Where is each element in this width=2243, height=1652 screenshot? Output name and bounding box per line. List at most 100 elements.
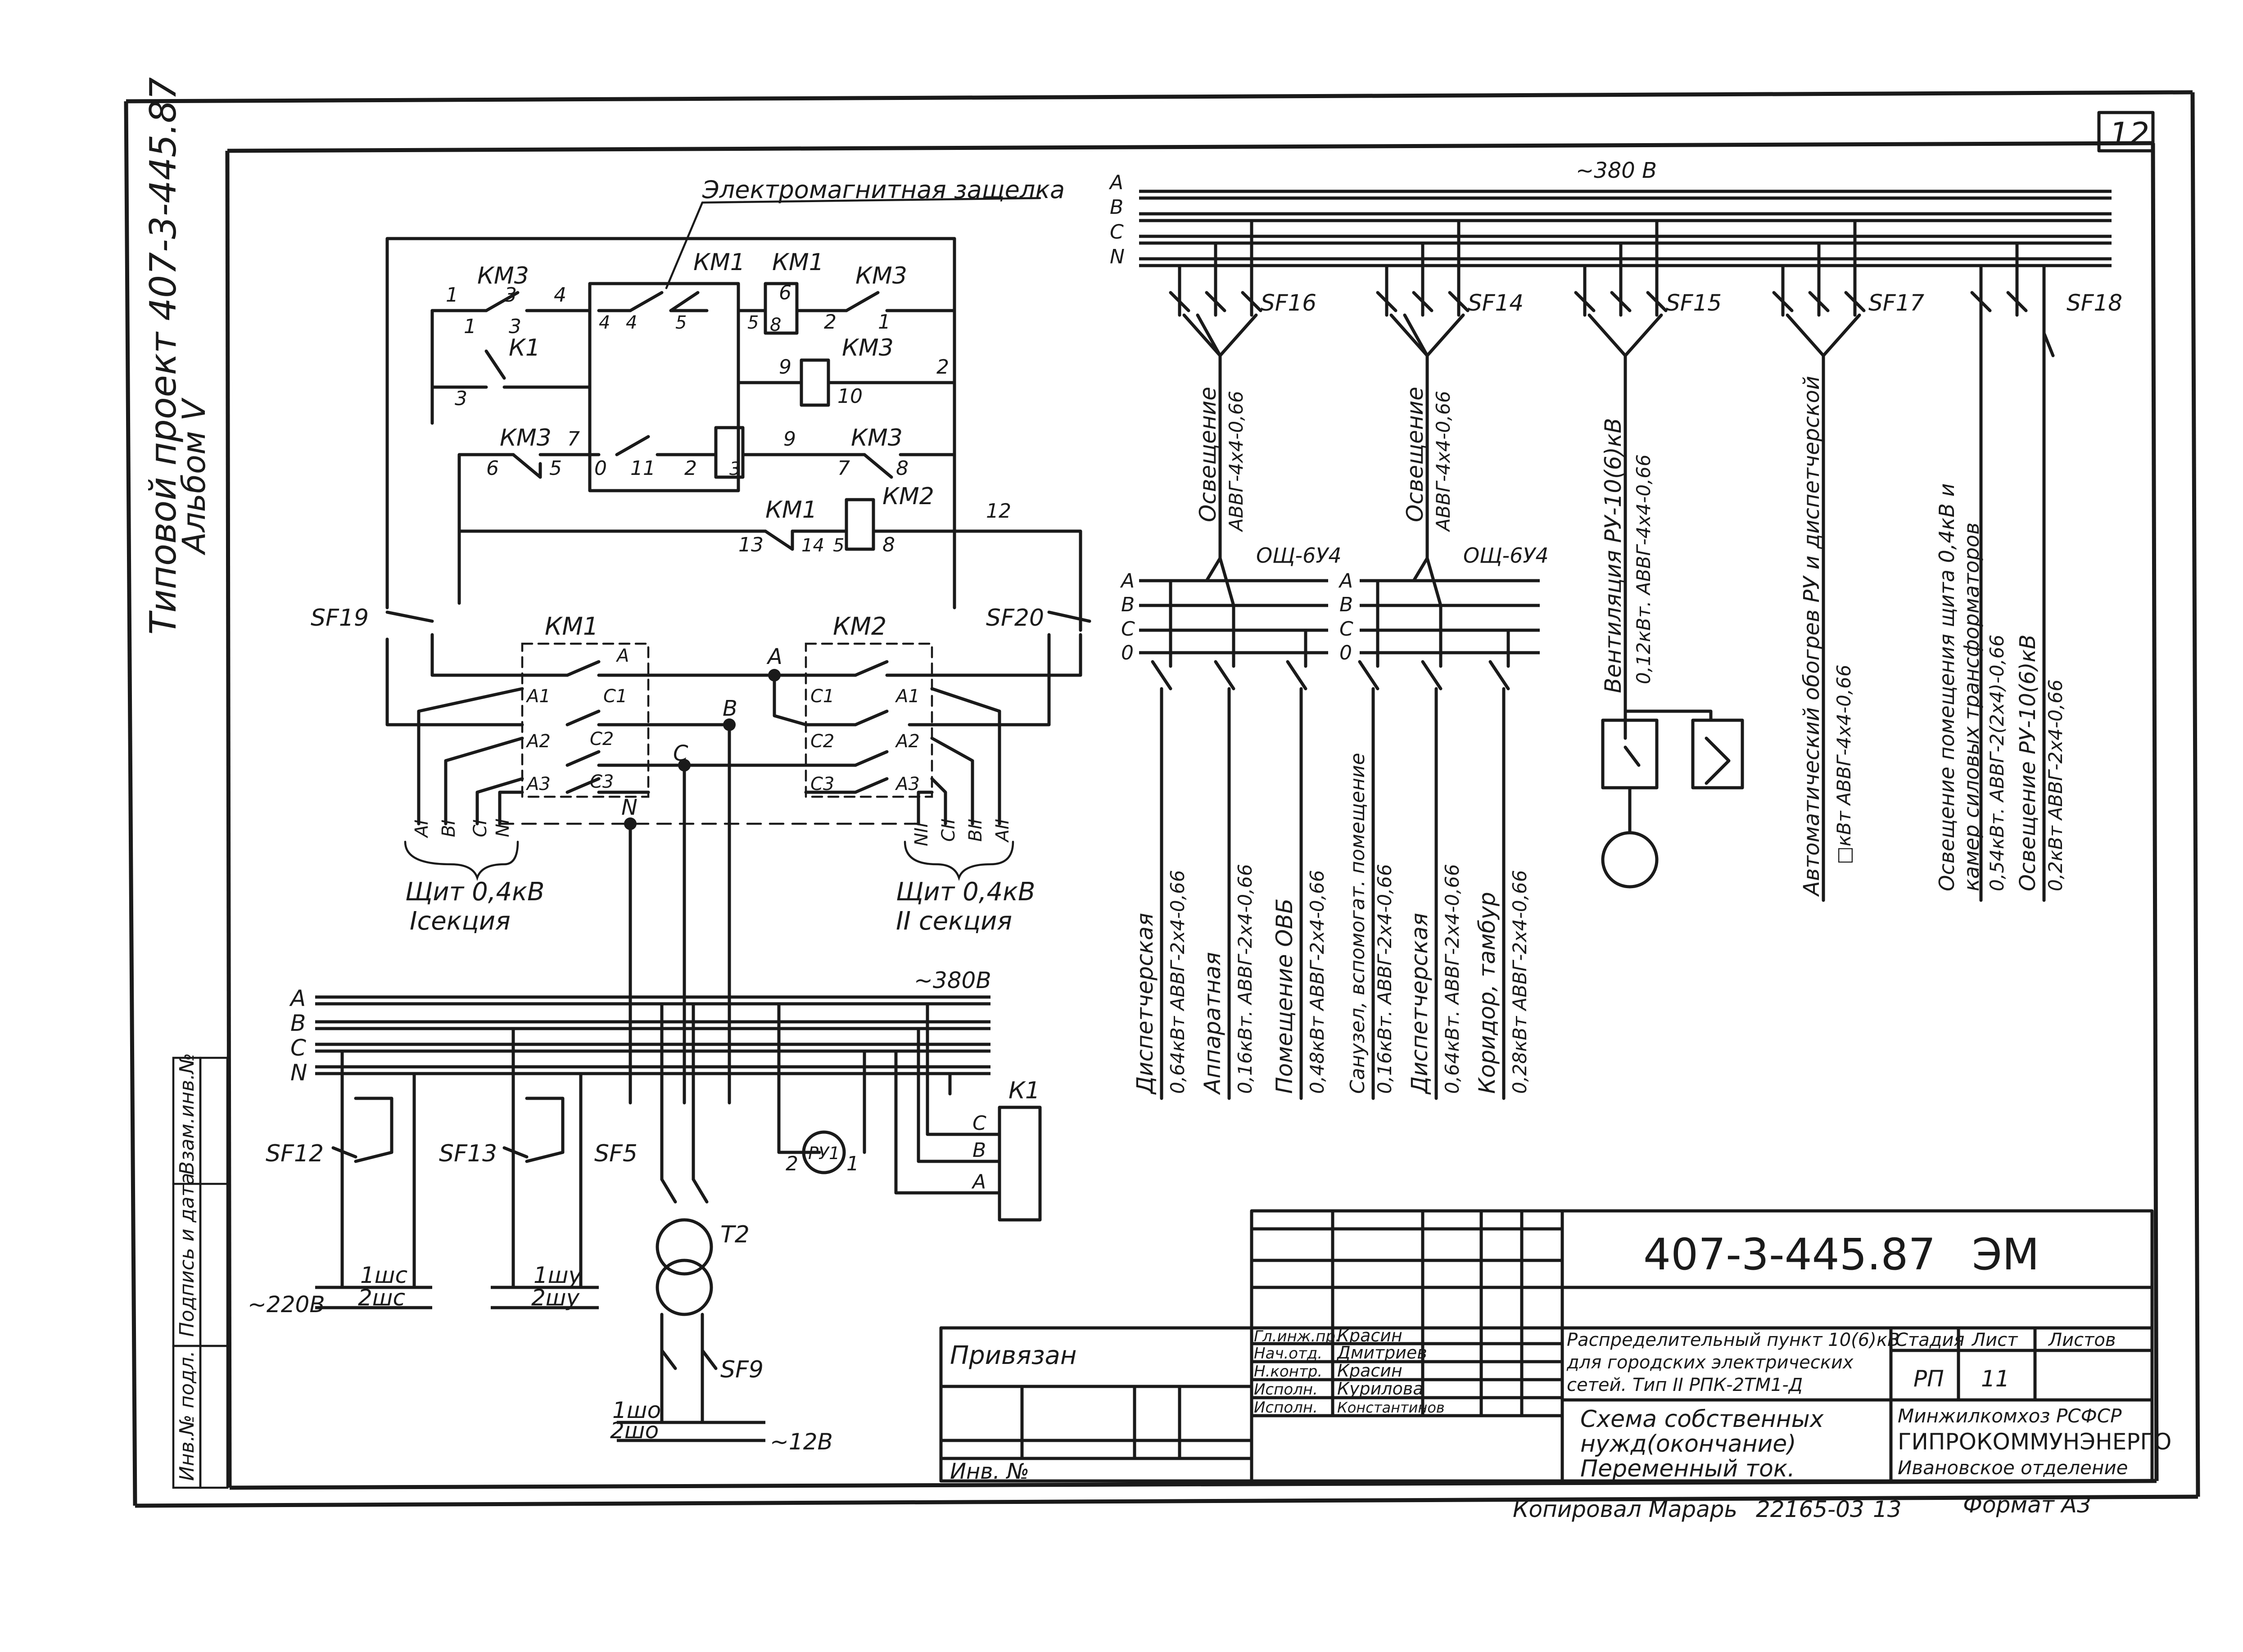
abco-1-a: А: [1120, 569, 1135, 592]
top-bus-letter-c: C: [1110, 221, 1124, 244]
km1-label-1: КМ1: [693, 249, 745, 276]
panel-ii-phases: NII СII ВII АII: [911, 818, 1013, 846]
strip-inv-podl: Инв.№ подл.: [176, 1350, 199, 1481]
phase-label: NI: [493, 818, 513, 837]
feeder-top-extra: 0,54кВт. АВВГ-2(2х4)-0,66: [1986, 635, 2008, 891]
wire-number: 14: [801, 535, 824, 556]
feeder-top-name-3: Вентиляция РУ-10(6)кВ: [1600, 418, 1626, 693]
km3-label-4: КМ3: [500, 424, 552, 451]
sf9-label: SF9: [720, 1356, 764, 1383]
panel-i-phases: АI ВI СI NI: [412, 818, 513, 839]
feeder-top-cable-5: камер силовых трансформаторов: [1959, 523, 1984, 891]
wire-number: 0: [594, 457, 607, 480]
format-label: Формат А3: [1963, 1492, 2091, 1518]
wire-number: 4: [599, 312, 610, 333]
panel-i-title: Щит 0,4кВ: [405, 877, 544, 907]
feeder-bottom-name-6: Коридор, тамбур: [1474, 892, 1500, 1094]
feeder-top-name-1: Освещение: [1195, 387, 1221, 522]
km3-label-3: КМ3: [842, 334, 894, 361]
phase-label: АII: [992, 819, 1013, 843]
bus-letter-b: B: [290, 1010, 306, 1036]
name-5: Константинов: [1337, 1399, 1445, 1416]
bus-1sho: 1шо: [612, 1397, 661, 1423]
sheet-frames: [124, 90, 2200, 1508]
abco-1-o: 0: [1121, 641, 1134, 664]
km2-contact: А1: [895, 686, 920, 707]
wire-number: 3: [729, 459, 741, 479]
drawing-title-3: Переменный ток.: [1580, 1455, 1795, 1482]
km1-contact: С3: [590, 772, 614, 792]
drawing-title-2: нужд(окончание): [1580, 1431, 1796, 1458]
wire-number: 6: [779, 281, 791, 304]
feeder-bottom-cable-2: 0,16кВт. АВВГ-2х4-0,66: [1234, 864, 1256, 1094]
feeder-bottom-cable-5: 0,64кВт. АВВГ-2х4-0,66: [1441, 864, 1463, 1094]
bus-letter-c: C: [290, 1035, 306, 1061]
k1-phase-a: А: [971, 1170, 986, 1193]
project-side-title: Типовой проект 407-3-445.87: [142, 77, 184, 635]
feeder-top-name-5: Освещение помещения щита 0,4кВ и: [1935, 483, 1959, 891]
control-circuit: [385, 197, 1091, 727]
feeder-bottom-name-3: Помещение ОВБ: [1271, 898, 1298, 1094]
wire-number: 1: [464, 315, 476, 338]
abco-2-o: 0: [1339, 641, 1352, 664]
pu1-terminal-right: 1: [846, 1152, 859, 1175]
feeder-top-cable-6: 0,2кВт АВВГ-2х4-0,66: [2044, 679, 2067, 891]
feeder-top-name-6: Освещение РУ-10(6)кВ: [2015, 634, 2040, 891]
wire-number: 3: [509, 315, 521, 338]
km2-label-1: КМ2: [882, 483, 934, 510]
org-line-3: Ивановское отделение: [1898, 1457, 2128, 1479]
lower-voltage-label: ~380В: [914, 967, 991, 993]
sf16-label: SF16: [1261, 290, 1316, 316]
wire-number: 11: [630, 457, 656, 480]
km1-contactor-label: КМ1: [545, 612, 598, 641]
node-a-label: А: [766, 644, 782, 669]
wire-number: 9: [783, 428, 796, 451]
feeder-bottom-name-1: Диспетчерская: [1132, 913, 1158, 1095]
k1-phase-b: В: [972, 1139, 986, 1162]
org-line-1: Минжилкомхоз РСФСР: [1898, 1405, 2122, 1427]
sf17-label: SF17: [1868, 290, 1924, 316]
name-1: Красин: [1337, 1326, 1402, 1345]
sf14-label: SF14: [1468, 290, 1524, 316]
node-n-label: N: [621, 795, 638, 820]
copy-sheet: 13: [1873, 1496, 1902, 1522]
k1-label: К1: [509, 334, 540, 361]
role-4: Исполн.: [1254, 1381, 1318, 1399]
drawing-title-1: Схема собственных: [1580, 1406, 1824, 1433]
phase-label: СII: [938, 818, 959, 842]
feeder-bottom-cable-3: 0,48кВт АВВГ-2х4-0,66: [1306, 870, 1328, 1094]
copied-by: Копировал Марарь: [1513, 1496, 1737, 1522]
strip-vzam-inv: Взам.инв.№: [176, 1053, 199, 1175]
feeder-top-cable-2: АВВГ-4х4-0,66: [1432, 391, 1454, 533]
feeder-bottom-name-4: Санузел, вспомогат. помещение: [1346, 753, 1369, 1094]
feeder-bottom-cable-1: 0,64кВт АВВГ-2х4-0,66: [1167, 870, 1189, 1094]
abco-2-c: С: [1339, 618, 1353, 641]
wire-number: 8: [770, 315, 781, 335]
bus-letter-a: A: [289, 985, 306, 1011]
stamp-mark: ЭМ: [1972, 1229, 2040, 1280]
km1-contact: С1: [603, 686, 627, 707]
wire-number: 10: [837, 385, 863, 408]
km2-contact: С2: [810, 731, 834, 752]
pu1-terminal-left: 2: [786, 1152, 798, 1175]
wire-number: 5: [675, 312, 687, 333]
km3-label-1: КМ3: [477, 262, 529, 289]
node-c-label: С: [673, 741, 688, 766]
wire-number: 12: [986, 500, 1011, 523]
wire-number: 2: [824, 311, 837, 334]
km1-contact: С2: [590, 729, 614, 749]
bus-2shu: 2шу: [531, 1285, 580, 1311]
abco-1-c: С: [1121, 618, 1135, 641]
latch-label: Электромагнитная защелка: [702, 176, 1065, 204]
wire-number: 9: [779, 356, 791, 379]
phase-label: ВI: [439, 820, 459, 837]
wire-number: 2: [684, 457, 697, 480]
wire-number: 6: [486, 457, 499, 480]
sf18-label: SF18: [2067, 290, 2122, 316]
name-2: Дмитриев: [1336, 1343, 1427, 1363]
k1-box-label: К1: [1008, 1077, 1040, 1104]
sf12-label: SF12: [266, 1140, 324, 1167]
wire-number: 3: [455, 387, 467, 410]
feeder-top-cable-3: 0,12кВт. АВВГ-4х4-0,66: [1633, 454, 1655, 684]
phase-label: СI: [470, 819, 491, 837]
